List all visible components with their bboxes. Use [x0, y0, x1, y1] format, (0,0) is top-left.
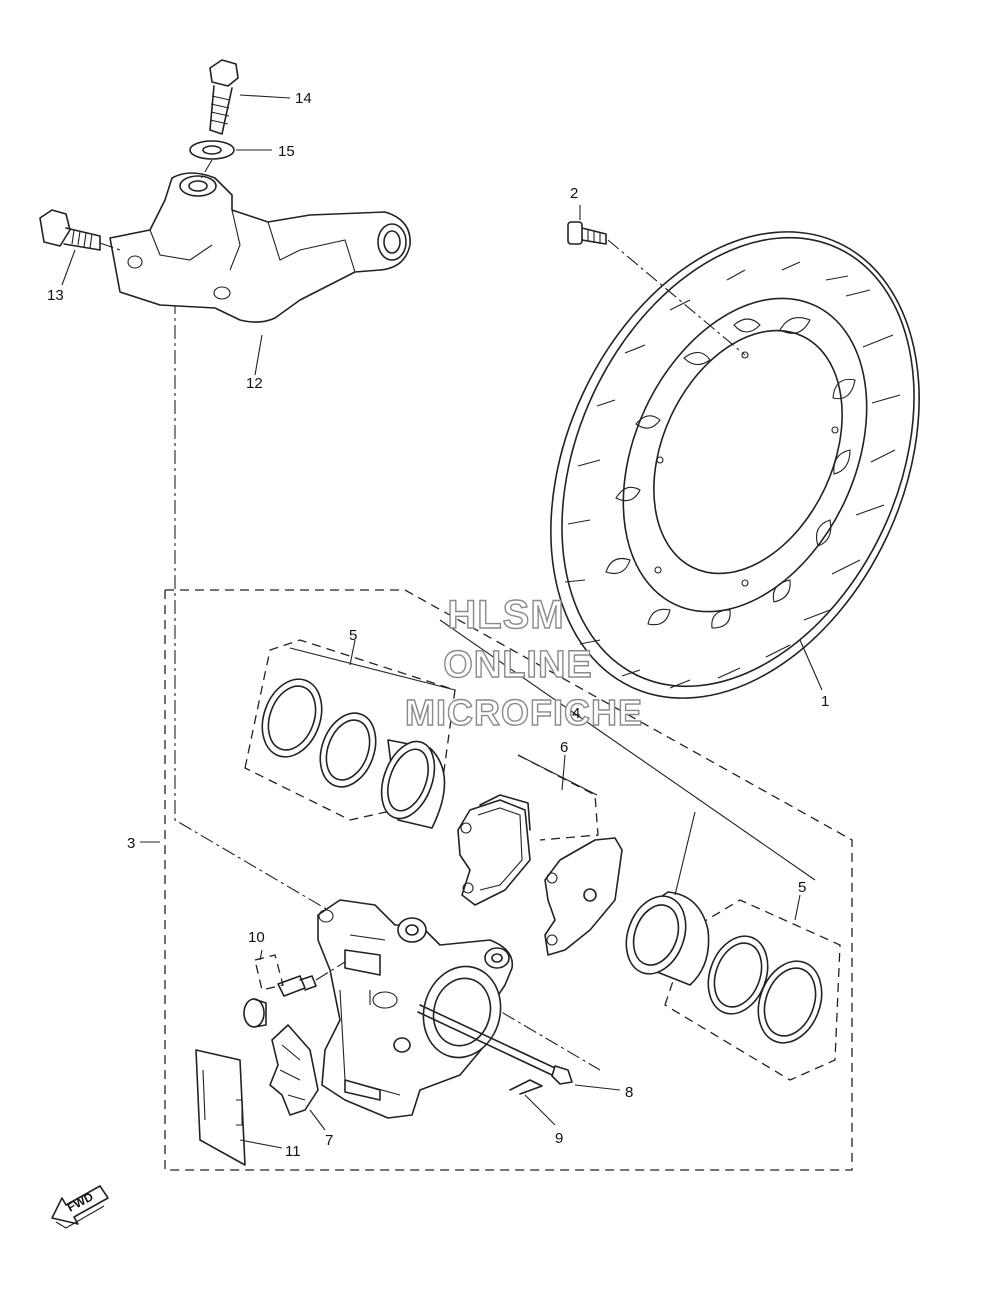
bleed-screw	[254, 954, 317, 997]
callout-10: 10	[248, 929, 265, 946]
watermark: HLSM ONLINE MICROFICHE	[404, 592, 643, 733]
callout-2: 2	[570, 185, 578, 202]
pad-pin	[417, 1004, 573, 1085]
brake-pad-outer	[457, 794, 531, 906]
alignment-line-bleed-screw	[315, 961, 346, 981]
fwd-arrow-icon	[51, 1185, 109, 1225]
caliper-assembly-outline	[164, 589, 853, 1171]
watermark-line-2: ONLINE	[443, 644, 593, 686]
pad-shim	[195, 1049, 246, 1166]
alignment-line-bolt-13	[99, 242, 121, 251]
callout-11: 11	[285, 1143, 301, 1160]
piston-seal-right-inner	[707, 935, 769, 1015]
callout-6: 6	[560, 739, 568, 756]
callout-14: 14	[295, 90, 312, 107]
piston-right	[625, 891, 710, 986]
callout-5-right: 5	[798, 879, 806, 896]
leader-5-left	[289, 639, 456, 691]
pad-set-outline	[517, 754, 599, 841]
leader-6	[517, 754, 598, 796]
caliper-body	[317, 899, 514, 1119]
callout-4: 4	[572, 705, 580, 722]
brake-disc	[550, 231, 920, 699]
disc-bolt	[567, 221, 607, 245]
callout-leaders	[61, 94, 823, 1149]
callout-5-left: 5	[349, 627, 357, 644]
piston-seal-right-outer	[757, 960, 823, 1044]
bracket-bolt-13	[39, 209, 101, 251]
piston-seal-left-outer	[261, 678, 323, 758]
callout-1: 1	[821, 693, 829, 710]
callout-12: 12	[246, 375, 263, 392]
callout-3: 3	[127, 835, 135, 852]
bracket-bolt-14	[209, 59, 239, 135]
callout-8: 8	[625, 1084, 633, 1101]
alignment-line-disc-bolt	[607, 239, 746, 356]
callout-7: 7	[325, 1132, 333, 1149]
fwd-badge: FWD	[51, 1185, 109, 1229]
watermark-line-1: HLSM	[447, 593, 564, 637]
alignment-line-bracket	[174, 300, 601, 1071]
callout-15: 15	[278, 143, 295, 160]
pad-spring	[269, 1024, 319, 1116]
piston-seal-left-inner	[319, 712, 377, 788]
alignment-line-bolt-14	[199, 159, 213, 181]
callout-9: 9	[555, 1130, 563, 1147]
watermark-line-3: MICROFICHE	[405, 692, 643, 733]
leader-5-right	[439, 619, 816, 921]
bracket-washer-15	[189, 140, 235, 160]
callout-13: 13	[47, 287, 64, 304]
brake-pad-inner	[544, 837, 623, 956]
caliper-bracket	[109, 172, 411, 323]
piston-left	[380, 739, 446, 829]
pad-pin-clip	[509, 1079, 543, 1095]
bleed-cap	[243, 998, 267, 1028]
